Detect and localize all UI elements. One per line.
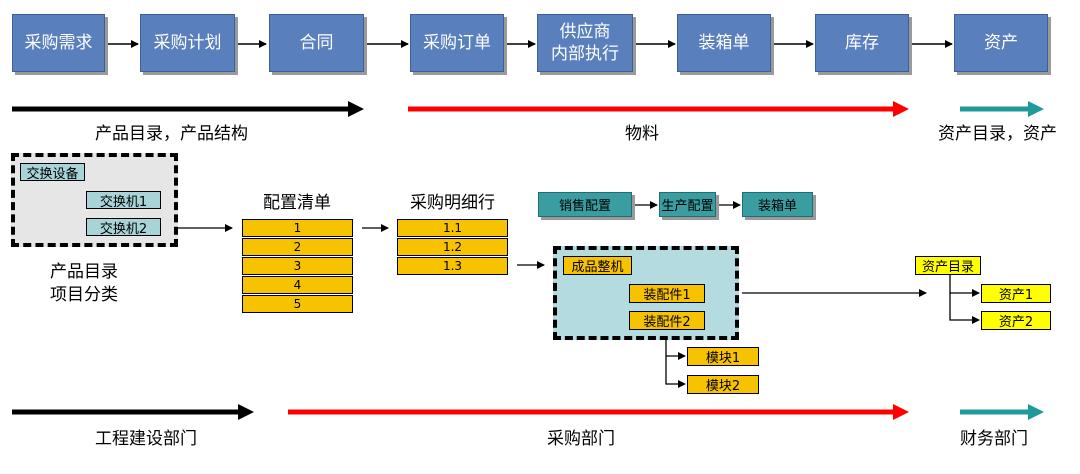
config-row: 3 <box>242 257 353 275</box>
asset-tree-line-2 <box>949 293 980 324</box>
band-arrowhead-product <box>348 101 364 117</box>
product-tree-line-4 <box>665 356 686 388</box>
switch-caption-line2: 项目分类 <box>50 285 118 305</box>
band-arrowhead-asset <box>1028 101 1044 117</box>
module-node-2: 模块2 <box>687 375 759 394</box>
flow-step-label: 采购订单 <box>423 33 491 53</box>
band-label-engineering: 工程建设部门 <box>95 429 197 449</box>
flow-step-order: 采购订单 <box>410 14 504 72</box>
assembly-node-2: 装配件2 <box>629 311 705 330</box>
packing-list-node: 装箱单 <box>742 192 813 217</box>
band-arrowhead-material <box>893 101 909 117</box>
flow-step-label: 合同 <box>299 33 334 53</box>
band-label-procurement: 采购部门 <box>547 429 615 449</box>
flow-step-label: 采购计划 <box>153 33 222 53</box>
flow-step-asset: 资产 <box>954 14 1048 72</box>
module-node-1: 模块1 <box>687 347 759 366</box>
band-arrowhead-finance <box>1028 404 1044 420</box>
flow-step-plan: 采购计划 <box>140 14 235 72</box>
asset-node-1: 资产1 <box>981 284 1051 303</box>
flow-step-inventory: 库存 <box>815 14 909 72</box>
asset-catalog-node: 资产目录 <box>915 256 981 275</box>
sales-config-node: 销售配置 <box>538 192 632 217</box>
config-row: 4 <box>242 276 353 294</box>
flow-step-label: 库存 <box>845 33 879 53</box>
production-config-node: 生产配置 <box>659 192 716 217</box>
switch-root-node: 交换设备 <box>20 163 85 182</box>
flow-step-contract: 合同 <box>269 14 364 72</box>
purchase-detail-title: 采购明细行 <box>410 193 495 213</box>
switch-caption-line1: 产品目录 <box>50 262 118 282</box>
flow-step-requirement: 采购需求 <box>12 14 105 72</box>
config-row: 1 <box>242 219 353 237</box>
band-label-finance: 财务部门 <box>960 429 1028 449</box>
config-list-title: 配置清单 <box>263 193 331 213</box>
purchase-detail-row: 1.3 <box>397 257 508 275</box>
band-label-material: 物料 <box>625 124 659 144</box>
band-label-product: 产品目录，产品结构 <box>95 124 248 144</box>
config-row: 2 <box>242 238 353 256</box>
switch-child-node-1: 交换机1 <box>86 191 161 210</box>
flow-step-label: 供应商 内部执行 <box>551 22 619 64</box>
asset-tree-line-1 <box>949 275 980 297</box>
flow-step-label: 采购需求 <box>24 33 93 53</box>
flow-step-supplier-execution: 供应商 内部执行 <box>537 14 633 72</box>
purchase-detail-row: 1.1 <box>397 219 508 237</box>
purchase-detail-row: 1.2 <box>397 238 508 256</box>
assembly-node-1: 装配件1 <box>629 284 705 303</box>
product-root-node: 成品整机 <box>563 256 632 275</box>
asset-node-2: 资产2 <box>981 311 1051 330</box>
flow-step-packing-list: 装箱单 <box>677 14 771 72</box>
config-row: 5 <box>242 295 353 313</box>
flow-step-label: 装箱单 <box>698 33 750 53</box>
flow-step-label: 资产 <box>984 33 1018 53</box>
band-label-asset: 资产目录，资产 <box>938 124 1057 144</box>
band-arrowhead-procurement <box>893 404 909 420</box>
band-arrowhead-engineering <box>238 404 254 420</box>
switch-child-node-2: 交换机2 <box>86 218 161 237</box>
